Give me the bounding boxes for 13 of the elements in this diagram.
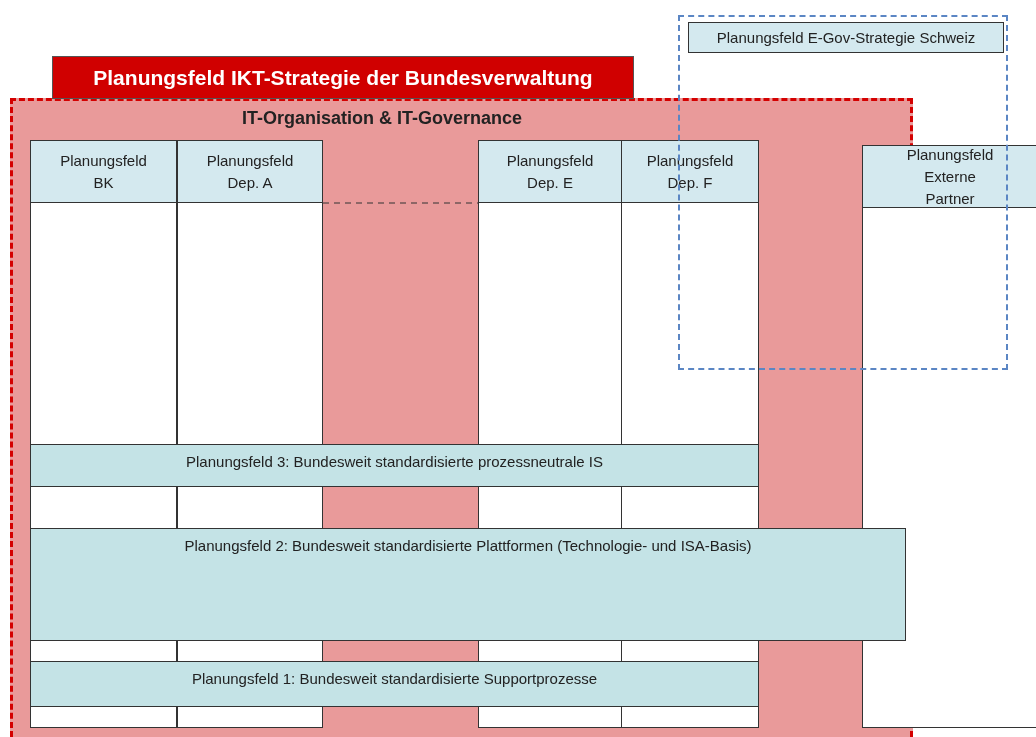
layer-band: Planungsfeld 1: Bundesweit standardisierte Supportprozesse — [30, 661, 759, 707]
column-header: Planungsfeld BK — [31, 141, 176, 203]
layer-band: Planungsfeld 3: Bundesweit standardisierte prozessneutrale IS — [30, 444, 759, 487]
label-box: Planungsfeld E-Gov-Strategie Schweiz — [688, 22, 1004, 53]
column-header: Planungsfeld Dep. E — [479, 141, 621, 203]
column-box — [862, 145, 1036, 728]
dashed-line — [322, 202, 479, 204]
layer-band: Planungsfeld 2: Bundesweit standardisierte Plattformen (Technologie- und ISA-Basis) — [30, 528, 906, 641]
panel-heading: IT-Organisation & IT-Governance — [242, 108, 523, 129]
column-header: Planungsfeld Externe Partner — [863, 146, 1036, 208]
column-header: Planungsfeld Dep. F — [622, 141, 758, 203]
title-banner: Planungsfeld IKT-Strategie der Bundesverwaltung — [52, 56, 634, 99]
column-header: Planungsfeld Dep. A — [178, 141, 322, 203]
